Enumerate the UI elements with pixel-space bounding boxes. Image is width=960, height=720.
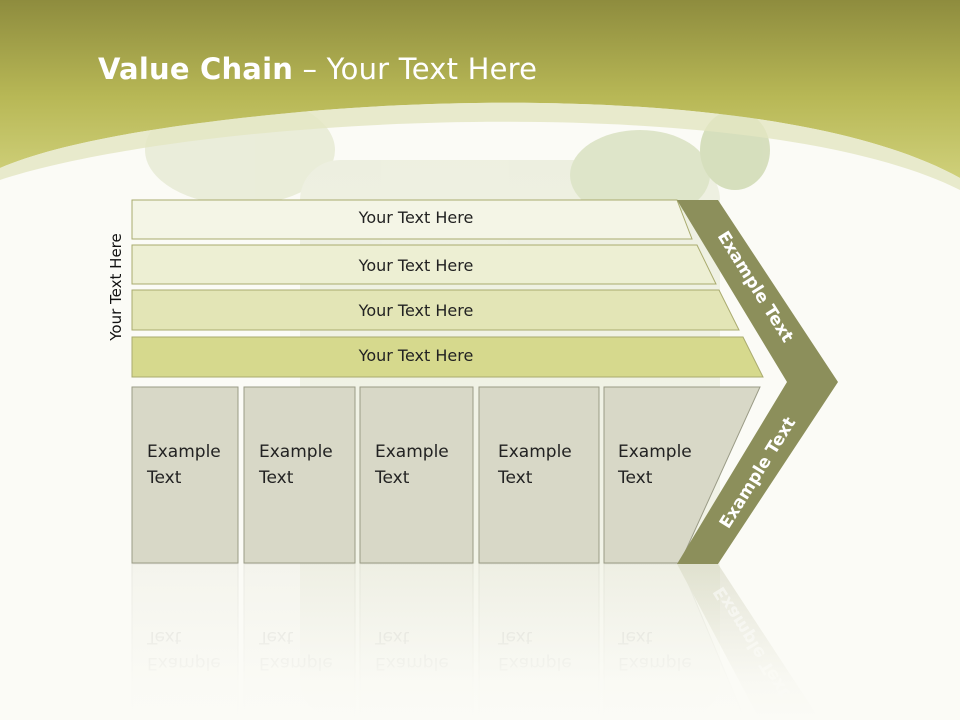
box-1-shape [131,386,239,564]
box-5-label: Example Text [618,439,692,491]
box-2-line2: Text [259,468,294,488]
row-3-shape [131,289,740,331]
row-4-shape [131,336,764,378]
row-2-label: Your Text Here [358,256,474,275]
box-1-line1: Example [147,442,221,462]
box-1-line2: Text [147,468,182,488]
slide-title: Value Chain – Your Text Here [98,52,537,86]
box-1-label: Example Text [147,439,221,491]
title-bold: Value Chain [98,52,294,86]
box-4-line1: Example [498,442,572,462]
box-3-line1: Example [375,442,449,462]
row-1-shape [131,199,693,240]
row-4-label: Your Text Here [358,346,474,365]
box-3-line2: Text [375,468,410,488]
row-3-label: Your Text Here [358,301,474,320]
row-2-shape [131,244,717,285]
box-3-label: Example Text [375,439,449,491]
box-4-label: Example Text [498,439,572,491]
box-4-line2: Text [498,468,533,488]
reflection-fade [0,564,960,720]
header-swoosh [0,102,960,190]
side-label: Your Text Here [107,233,125,341]
box-4-shape [478,386,600,564]
title-rest: – Your Text Here [293,52,538,86]
header-band [0,0,960,178]
box-5-line1: Example [618,442,692,462]
box-5-line2: Text [618,468,653,488]
row-1-label: Your Text Here [358,208,474,227]
box-2-label: Example Text [259,439,333,491]
chevron-shape [677,200,838,564]
box-3-shape [359,386,474,564]
box-2-line1: Example [259,442,333,462]
box-2-shape [243,386,356,564]
